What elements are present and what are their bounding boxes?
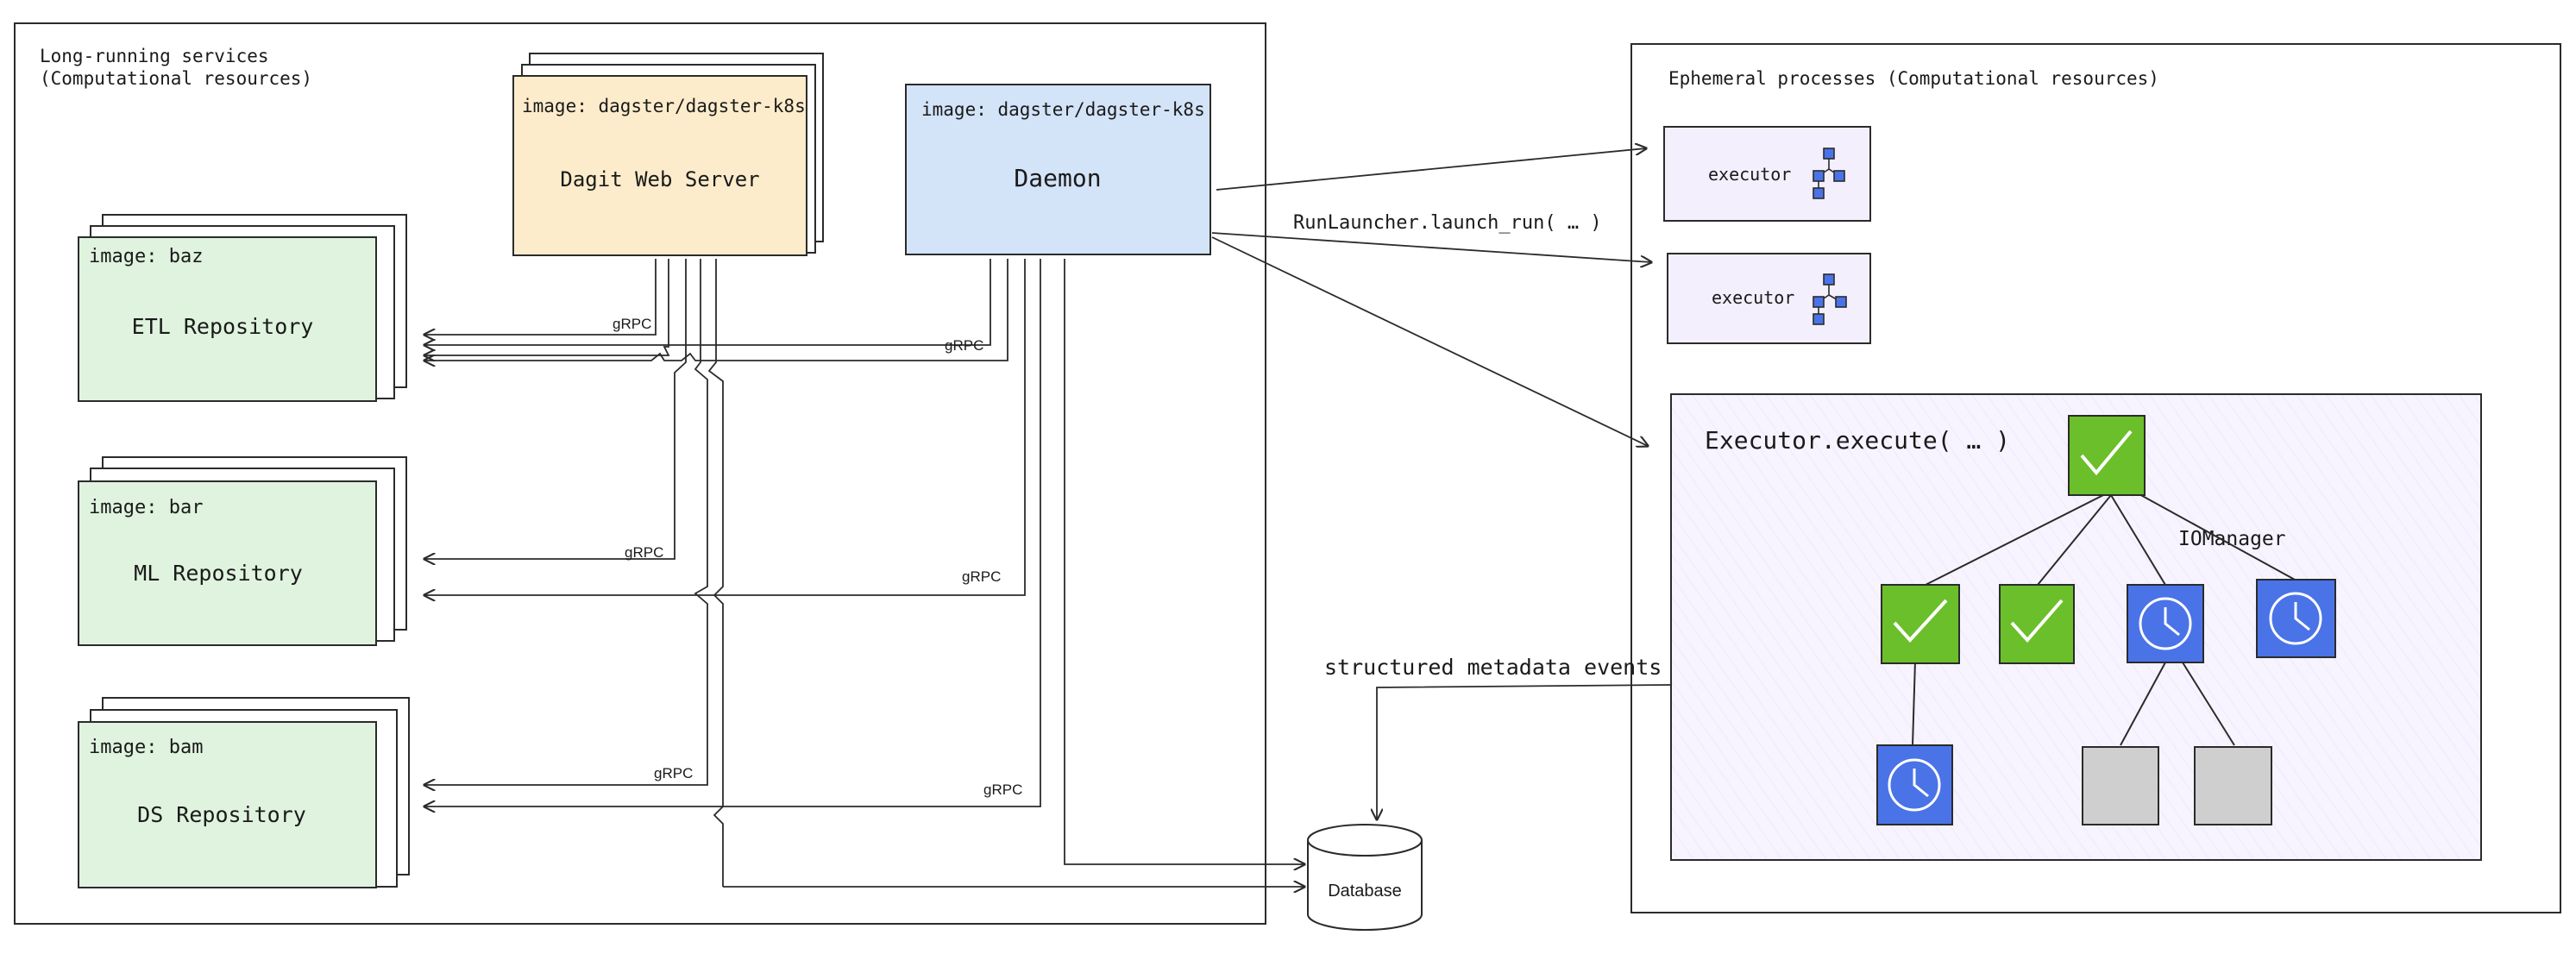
pending-step-2: [2256, 579, 2336, 658]
database-label: Database: [1328, 882, 1402, 901]
ephemeral-title: Ephemeral processes (Computational resou…: [1668, 68, 2159, 89]
ephemeral-processes-frame: Ephemeral processes (Computational resou…: [1630, 43, 2561, 913]
long-running-title-line2: (Computational resources): [40, 68, 312, 89]
database-node: Database: [1307, 824, 1423, 931]
etl-repository-node: image: baz ETL Repository: [78, 214, 407, 402]
dagit-grpc-edges: [424, 259, 1304, 887]
io-manager-label: IOManager: [2178, 528, 2286, 550]
dagit-image-label: image: dagster/dagster-k8s: [522, 96, 806, 116]
grpc-label-dagit-etl: gRPC: [613, 316, 651, 332]
check-icon: [2010, 599, 2064, 643]
executor-execute-box: Executor.execute( … ) IOManager: [1670, 393, 2482, 861]
etl-card: [78, 236, 377, 402]
check-icon: [1893, 599, 1948, 643]
ds-image-label: image: bam: [89, 737, 203, 758]
grpc-label-daemon-ds: gRPC: [983, 781, 1022, 798]
ml-title: ML Repository: [134, 561, 303, 586]
ml-card: [78, 480, 377, 646]
dagit-card: [512, 75, 807, 256]
executor-label-1: executor: [1708, 164, 1791, 185]
dag-icon: [1813, 147, 1845, 199]
executor-box-1: executor: [1663, 126, 1871, 222]
clock-icon: [1888, 758, 1941, 812]
dag-icon: [1813, 273, 1847, 325]
ml-repository-node: image: bar ML Repository: [78, 456, 407, 646]
success-step-2: [1999, 584, 2075, 664]
long-running-services-frame: Long-running services (Computational res…: [14, 22, 1266, 925]
check-icon: [2080, 430, 2133, 476]
database-icon: [1307, 824, 1423, 857]
executor-box-2: executor: [1667, 253, 1871, 344]
dagit-title: Dagit Web Server: [560, 167, 759, 191]
ds-repository-node: image: bam DS Repository: [78, 697, 410, 888]
grpc-label-daemon-etl: gRPC: [945, 337, 983, 354]
executor-label-2: executor: [1712, 287, 1794, 308]
grpc-label-dagit-ml: gRPC: [625, 544, 663, 561]
metadata-events-edge: structured metadata events: [1324, 655, 1672, 819]
metadata-events-label: structured metadata events: [1324, 655, 1662, 680]
ds-card: [78, 721, 377, 888]
pending-step-3: [1876, 744, 1953, 825]
pending-step-1: [2127, 584, 2204, 663]
skipped-step-2: [2194, 746, 2272, 825]
success-step-root: [2068, 415, 2146, 496]
etl-title: ETL Repository: [132, 314, 314, 339]
success-step-1: [1881, 584, 1960, 664]
daemon-grpc-edges: [424, 259, 1304, 864]
ds-title: DS Repository: [137, 802, 306, 827]
long-running-title-line1: Long-running services: [40, 46, 269, 66]
daemon-card: [905, 84, 1211, 255]
skipped-step-1: [2082, 746, 2159, 825]
clock-icon: [2269, 592, 2322, 645]
launch-run-label: RunLauncher.launch_run( … ): [1293, 212, 1602, 234]
dagit-web-server-node: image: dagster/dagster-k8s Dagit Web Ser…: [512, 53, 824, 256]
daemon-image-label: image: dagster/dagster-k8s: [921, 99, 1205, 120]
launch-run-edges: RunLauncher.launch_run( … ): [1211, 148, 1651, 446]
clock-icon: [2139, 597, 2192, 650]
grpc-label-daemon-ml: gRPC: [962, 568, 1001, 585]
ml-image-label: image: bar: [89, 497, 203, 518]
daemon-node: image: dagster/dagster-k8s Daemon: [905, 84, 1211, 255]
etl-image-label: image: baz: [89, 246, 203, 267]
grpc-label-dagit-ds: gRPC: [654, 765, 693, 781]
daemon-title: Daemon: [1014, 164, 1101, 192]
executor-execute-title: Executor.execute( … ): [1705, 426, 2010, 455]
